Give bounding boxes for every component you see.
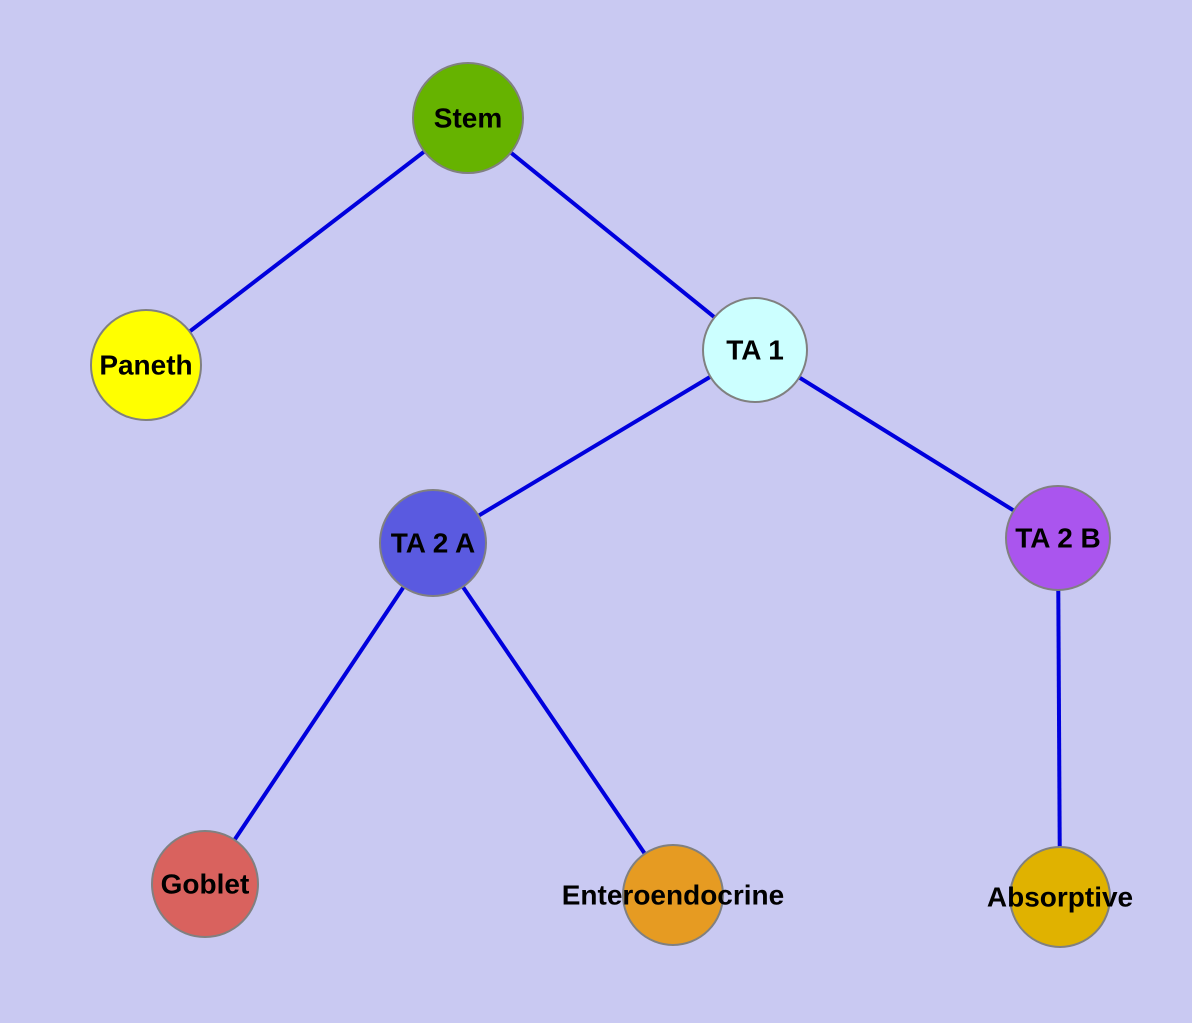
node-absorptive[interactable] <box>1009 846 1111 948</box>
node-stem[interactable] <box>412 62 524 174</box>
edges-layer <box>144 116 1062 898</box>
node-ta2b[interactable] <box>1005 485 1111 591</box>
nodes-layer <box>90 62 1111 948</box>
edge-ta2b-absorptive[interactable] <box>1056 537 1062 898</box>
edge-stem-paneth[interactable] <box>144 116 470 367</box>
node-enteroendocrine[interactable] <box>622 844 724 946</box>
edge-ta2a-enteroendocrine[interactable] <box>431 541 675 897</box>
edge-ta1-ta2a[interactable] <box>431 348 757 545</box>
edge-ta2a-goblet[interactable] <box>203 541 435 886</box>
node-paneth[interactable] <box>90 309 202 421</box>
node-goblet[interactable] <box>151 830 259 938</box>
edge-stem-ta1[interactable] <box>466 116 757 352</box>
edge-ta1-ta2b[interactable] <box>753 348 1060 540</box>
node-ta1[interactable] <box>702 297 808 403</box>
node-ta2a[interactable] <box>379 489 487 597</box>
